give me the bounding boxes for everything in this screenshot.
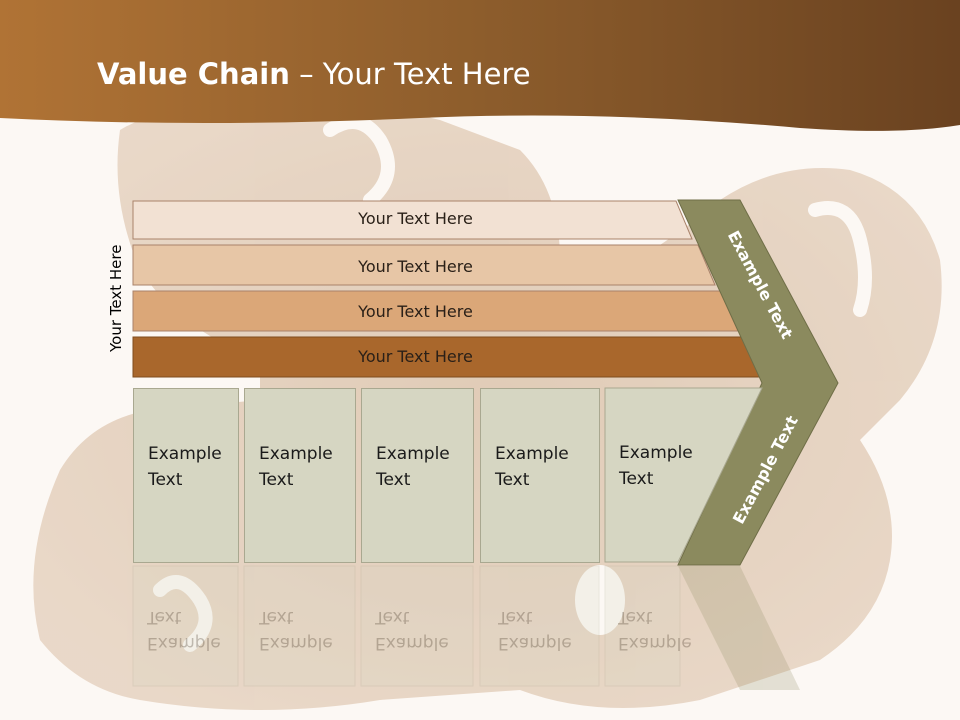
reflection-text-1: Example Text [147, 566, 247, 696]
row-bar-1 [132, 200, 693, 240]
box-2-line2: Text [259, 470, 294, 490]
box-3-line2: Text [376, 470, 411, 490]
reflection-text-3: Example Text [375, 566, 475, 696]
reflection-4-line1: Example [498, 633, 572, 653]
row-label-3: Your Text Here [358, 302, 473, 321]
row-label-1: Your Text Here [358, 209, 473, 228]
reflection-1-line2: Text [147, 607, 182, 627]
reflection-5-line1: Example [618, 633, 692, 653]
reflection-text-5: Example Text [618, 566, 718, 696]
box-1-line2: Text [148, 470, 183, 490]
last-box-shape [604, 387, 763, 563]
reflection-2-line2: Text [259, 607, 294, 627]
box-3-line1: Example [376, 444, 450, 464]
reflection-text-4: Example Text [498, 566, 598, 696]
row-bar-2 [132, 244, 716, 286]
reflection-4-line2: Text [498, 607, 533, 627]
box-2-line1: Example [259, 444, 333, 464]
box-5-line2: Text [619, 469, 654, 489]
reflection-3-line2: Text [375, 607, 410, 627]
reflection-1-line1: Example [147, 633, 221, 653]
header-band [0, 0, 960, 131]
row-label-2: Your Text Here [358, 257, 473, 276]
chevron-shape [677, 199, 839, 566]
title-rest: – Your Text Here [289, 57, 531, 91]
title-bold: Value Chain [97, 57, 290, 91]
slide-title: Value Chain – Your Text Here [97, 54, 531, 94]
box-4-line2: Text [495, 470, 530, 490]
reflection-5-line2: Text [618, 607, 653, 627]
box-4-line1: Example [495, 444, 569, 464]
reflection-text-2: Example Text [259, 566, 359, 696]
reflection-2-line1: Example [259, 633, 333, 653]
box-1-line1: Example [148, 444, 222, 464]
reflection-3-line1: Example [375, 633, 449, 653]
row-label-4: Your Text Here [358, 347, 473, 366]
reflection [132, 565, 800, 690]
box-5-line1: Example [619, 443, 693, 463]
